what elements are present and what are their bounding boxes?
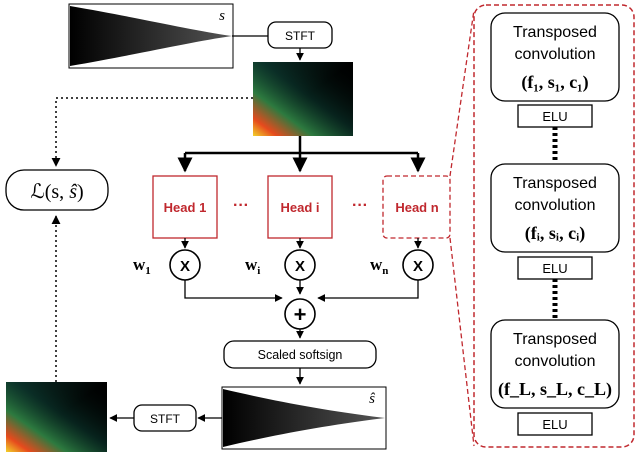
- weight-n-base: w: [370, 255, 383, 274]
- weight-n-sub: n: [382, 265, 388, 277]
- sum-symbol: +: [294, 302, 307, 327]
- weight-i-sub: i: [257, 265, 260, 277]
- detail-block-1: Transposed convolution (f₁, s₁, c₁) ELU: [490, 12, 620, 128]
- detail-1-line2: convolution: [515, 46, 596, 63]
- input-waveform: s: [68, 3, 268, 69]
- output-signal-label: ŝ: [369, 391, 375, 407]
- weight-i: wi: [245, 255, 260, 277]
- head-1-label: Head 1: [164, 200, 207, 215]
- head-branch-lines: [177, 136, 426, 173]
- stft-top-label: STFT: [285, 29, 316, 43]
- elu-2-label: ELU: [542, 261, 567, 276]
- detail-3-line2: convolution: [515, 353, 596, 370]
- multiply-to-sum-lines: [184, 280, 419, 302]
- head-to-multiply-arrows: [181, 238, 422, 249]
- loss-prefix: ℒ(s,: [30, 181, 69, 203]
- detail-3-params: (f_L, s_L, c_L): [498, 379, 612, 400]
- multiply-node-n: X: [402, 249, 434, 281]
- multiply-node-1: X: [169, 249, 201, 281]
- detail-2-params: (fᵢ, sᵢ, cᵢ): [525, 223, 586, 244]
- dotted-arrow-to-loss: [51, 97, 253, 167]
- weight-1-sub: 1: [145, 265, 151, 277]
- output-spectrogram: [6, 382, 107, 452]
- stft-bottom-label: STFT: [150, 412, 181, 426]
- loss-box: ℒ(s, ŝ): [5, 169, 109, 211]
- output-waveform: ŝ: [221, 386, 387, 450]
- multiply-1-symbol: X: [180, 258, 190, 275]
- input-spectrogram: [253, 62, 353, 136]
- elu-1-label: ELU: [542, 109, 567, 124]
- stft-top-box: STFT: [267, 21, 333, 49]
- sum-node: +: [284, 298, 316, 330]
- detail-1-params: (f₁, s₁, c₁): [521, 72, 588, 93]
- detail-1-line1: Transposed: [513, 24, 597, 41]
- multiply-node-i: X: [284, 249, 316, 281]
- head-1: Head 1: [152, 175, 218, 239]
- detail-2-line2: convolution: [515, 197, 596, 214]
- multiply-n-symbol: X: [413, 258, 423, 275]
- detail-block-3: Transposed convolution (f_L, s_L, c_L) E…: [490, 319, 620, 436]
- head-i-label: Head i: [280, 200, 319, 215]
- loss-formula: ℒ(s, ŝ): [30, 181, 83, 203]
- weight-1-base: w: [133, 255, 146, 274]
- softsign-label: Scaled softsign: [258, 348, 343, 362]
- loss-hat: ŝ: [69, 181, 77, 203]
- multiply-i-symbol: X: [295, 258, 305, 275]
- softsign-box: Scaled softsign: [223, 340, 377, 369]
- ellipsis-right: ···: [352, 197, 368, 214]
- detail-2-line1: Transposed: [513, 175, 597, 192]
- detail-3-line1: Transposed: [513, 331, 597, 348]
- weight-1: w1: [133, 255, 151, 277]
- input-signal-label: s: [219, 8, 225, 24]
- head-n-label: Head n: [395, 200, 438, 215]
- elu-3-label: ELU: [542, 417, 567, 432]
- head-n: Head n: [382, 175, 451, 239]
- elu-3-box: [517, 412, 593, 436]
- stft-bottom-box: STFT: [133, 404, 197, 432]
- detail-connectors: [449, 9, 475, 447]
- detail-block-2: Transposed convolution (fᵢ, sᵢ, cᵢ) ELU: [490, 163, 620, 280]
- head-i: Head i: [267, 175, 333, 239]
- weight-i-base: w: [245, 255, 258, 274]
- weight-n: wn: [370, 255, 388, 277]
- loss-suffix: ): [77, 181, 84, 203]
- ellipsis-left: ···: [233, 197, 249, 214]
